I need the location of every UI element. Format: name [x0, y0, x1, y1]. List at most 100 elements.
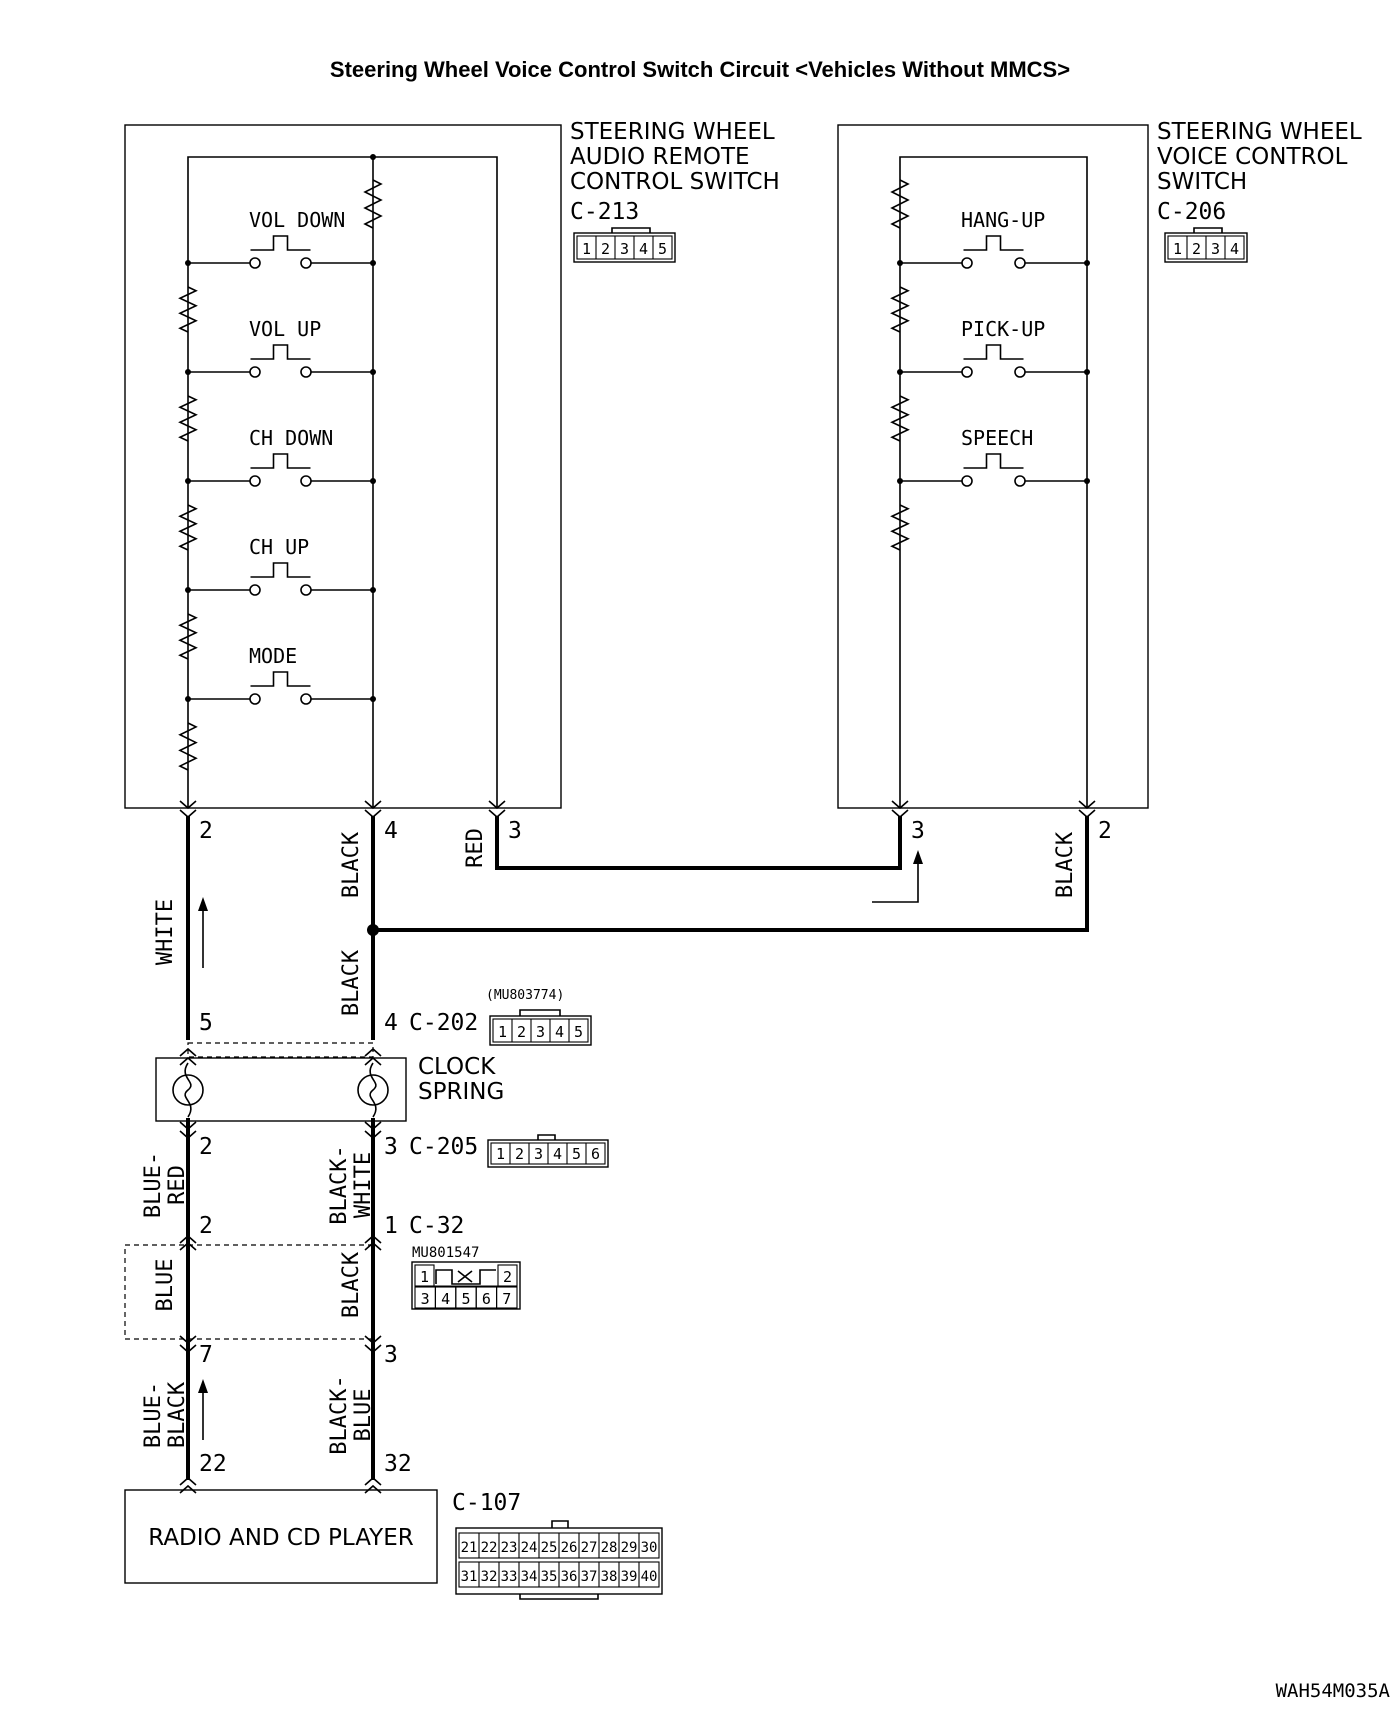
switch-contact [1014, 257, 1026, 269]
switch-plunger [250, 671, 311, 687]
c205-pin-1: 1 [496, 1145, 505, 1163]
c206-pin-2: 2 [1192, 240, 1201, 258]
audio-switch-name-1: STEERING WHEEL [570, 119, 775, 145]
c107-pin-32: 32 [481, 1569, 498, 1585]
switch-contact [961, 475, 973, 487]
switch-plunger [963, 344, 1024, 360]
junction-dot [370, 587, 376, 593]
audio-switch-3: CH UP [188, 535, 373, 596]
switch-contact [961, 257, 973, 269]
c202-pin-5: 5 [574, 1023, 583, 1041]
switch-contact [249, 584, 261, 596]
radio-cd-player [124, 1489, 438, 1584]
c205-pin-5: 5 [572, 1145, 581, 1163]
voice-switch-label-0: HANG-UP [961, 208, 1045, 232]
c107-pin-36: 36 [561, 1569, 578, 1585]
wire-label-black-white: BLACK-WHITE [327, 1145, 376, 1224]
c107-pin-28: 28 [601, 1540, 618, 1556]
c107-pin-33: 33 [501, 1569, 518, 1585]
c32-pin-1: 1 [420, 1268, 429, 1286]
c107-pin-26: 26 [561, 1540, 578, 1556]
junction-dot [370, 260, 376, 266]
resistor [178, 613, 198, 660]
junction-dot [897, 369, 903, 375]
pin-c202-5: 5 [199, 1010, 213, 1036]
splice-point [367, 924, 379, 936]
c107-outline [455, 1527, 663, 1595]
c107-pin-35: 35 [541, 1569, 558, 1585]
c202-outline [489, 1015, 592, 1046]
c107-pin-21: 21 [461, 1540, 478, 1556]
c213-pin-2: 2 [601, 240, 610, 258]
pin-a-2: 2 [199, 818, 213, 844]
wire-label-black-voice: BLACK [1053, 831, 1078, 898]
connector-c32-label: C-32 [409, 1213, 464, 1239]
audio-switch-2: CH DOWN [188, 426, 373, 487]
wire-label-blue-black: BLUE-BLACK [141, 1381, 190, 1448]
terminal-chevron [891, 809, 909, 819]
junction-dot [1084, 369, 1090, 375]
c107-pin-40: 40 [641, 1569, 658, 1585]
pin-c32-2: 2 [199, 1213, 213, 1239]
audio-switch-label-2: CH DOWN [249, 426, 333, 450]
pin-v-3: 3 [911, 818, 925, 844]
c206-pin-4: 4 [1230, 240, 1239, 258]
audio-switch-label-0: VOL DOWN [249, 208, 345, 232]
c107-pin-38: 38 [601, 1569, 618, 1585]
c206-pin-1: 1 [1173, 240, 1182, 258]
terminal-chevron [364, 1344, 382, 1354]
c32-pin-5: 5 [461, 1290, 470, 1308]
audio-switch-name-3: CONTROL SWITCH [570, 169, 780, 195]
c202-dashed-link [187, 1042, 374, 1058]
switch-contact [300, 257, 312, 269]
switch-plunger [250, 344, 311, 360]
switch-contact [249, 366, 261, 378]
junction-dot [1084, 260, 1090, 266]
junction-dot [370, 369, 376, 375]
terminal-chevron [179, 800, 197, 810]
junction-dot [185, 260, 191, 266]
pin-a-4: 4 [384, 818, 398, 844]
terminal-chevron [364, 1476, 382, 1486]
c213-pin-3: 3 [620, 240, 629, 258]
resistor [890, 179, 910, 229]
c206-pin-3: 3 [1211, 240, 1220, 258]
current-flow-arrows [198, 850, 923, 1440]
terminal-chevron [179, 1344, 197, 1354]
junction-dot [185, 369, 191, 375]
c107-pin-23: 23 [501, 1540, 518, 1556]
c107-pin-25: 25 [541, 1540, 558, 1556]
c205-pin-6: 6 [591, 1145, 600, 1163]
c32-pin-4: 4 [441, 1290, 450, 1308]
resistor [890, 395, 910, 442]
c202-pin-3: 3 [536, 1023, 545, 1041]
terminal-chevron [364, 1241, 382, 1251]
c205-pin-2: 2 [515, 1145, 524, 1163]
voice-switch-name-3: SWITCH [1157, 169, 1247, 195]
resistor [890, 286, 910, 333]
c32-outline [411, 1261, 521, 1310]
audio-switch-label-4: MODE [249, 644, 297, 668]
resistor [363, 179, 383, 229]
c213-pin-1: 1 [582, 240, 591, 258]
pin-c32-1: 1 [384, 1213, 398, 1239]
switch-plunger [250, 235, 311, 251]
junction-dot [897, 478, 903, 484]
c205-pin-4: 4 [553, 1145, 562, 1163]
connector-c202-part: (MU803774) [486, 988, 564, 1003]
resistor [178, 504, 198, 551]
audio-switch-label-3: CH UP [249, 535, 309, 559]
switch-plunger [250, 453, 311, 469]
junction-dot [897, 260, 903, 266]
wire-label-red: RED [463, 828, 488, 868]
c32-pin-6: 6 [482, 1290, 491, 1308]
connector-c107-label: C-107 [452, 1490, 521, 1516]
pin-c107-32: 32 [384, 1451, 412, 1477]
pin-v-2: 2 [1098, 818, 1112, 844]
clock-spring [155, 1057, 407, 1122]
